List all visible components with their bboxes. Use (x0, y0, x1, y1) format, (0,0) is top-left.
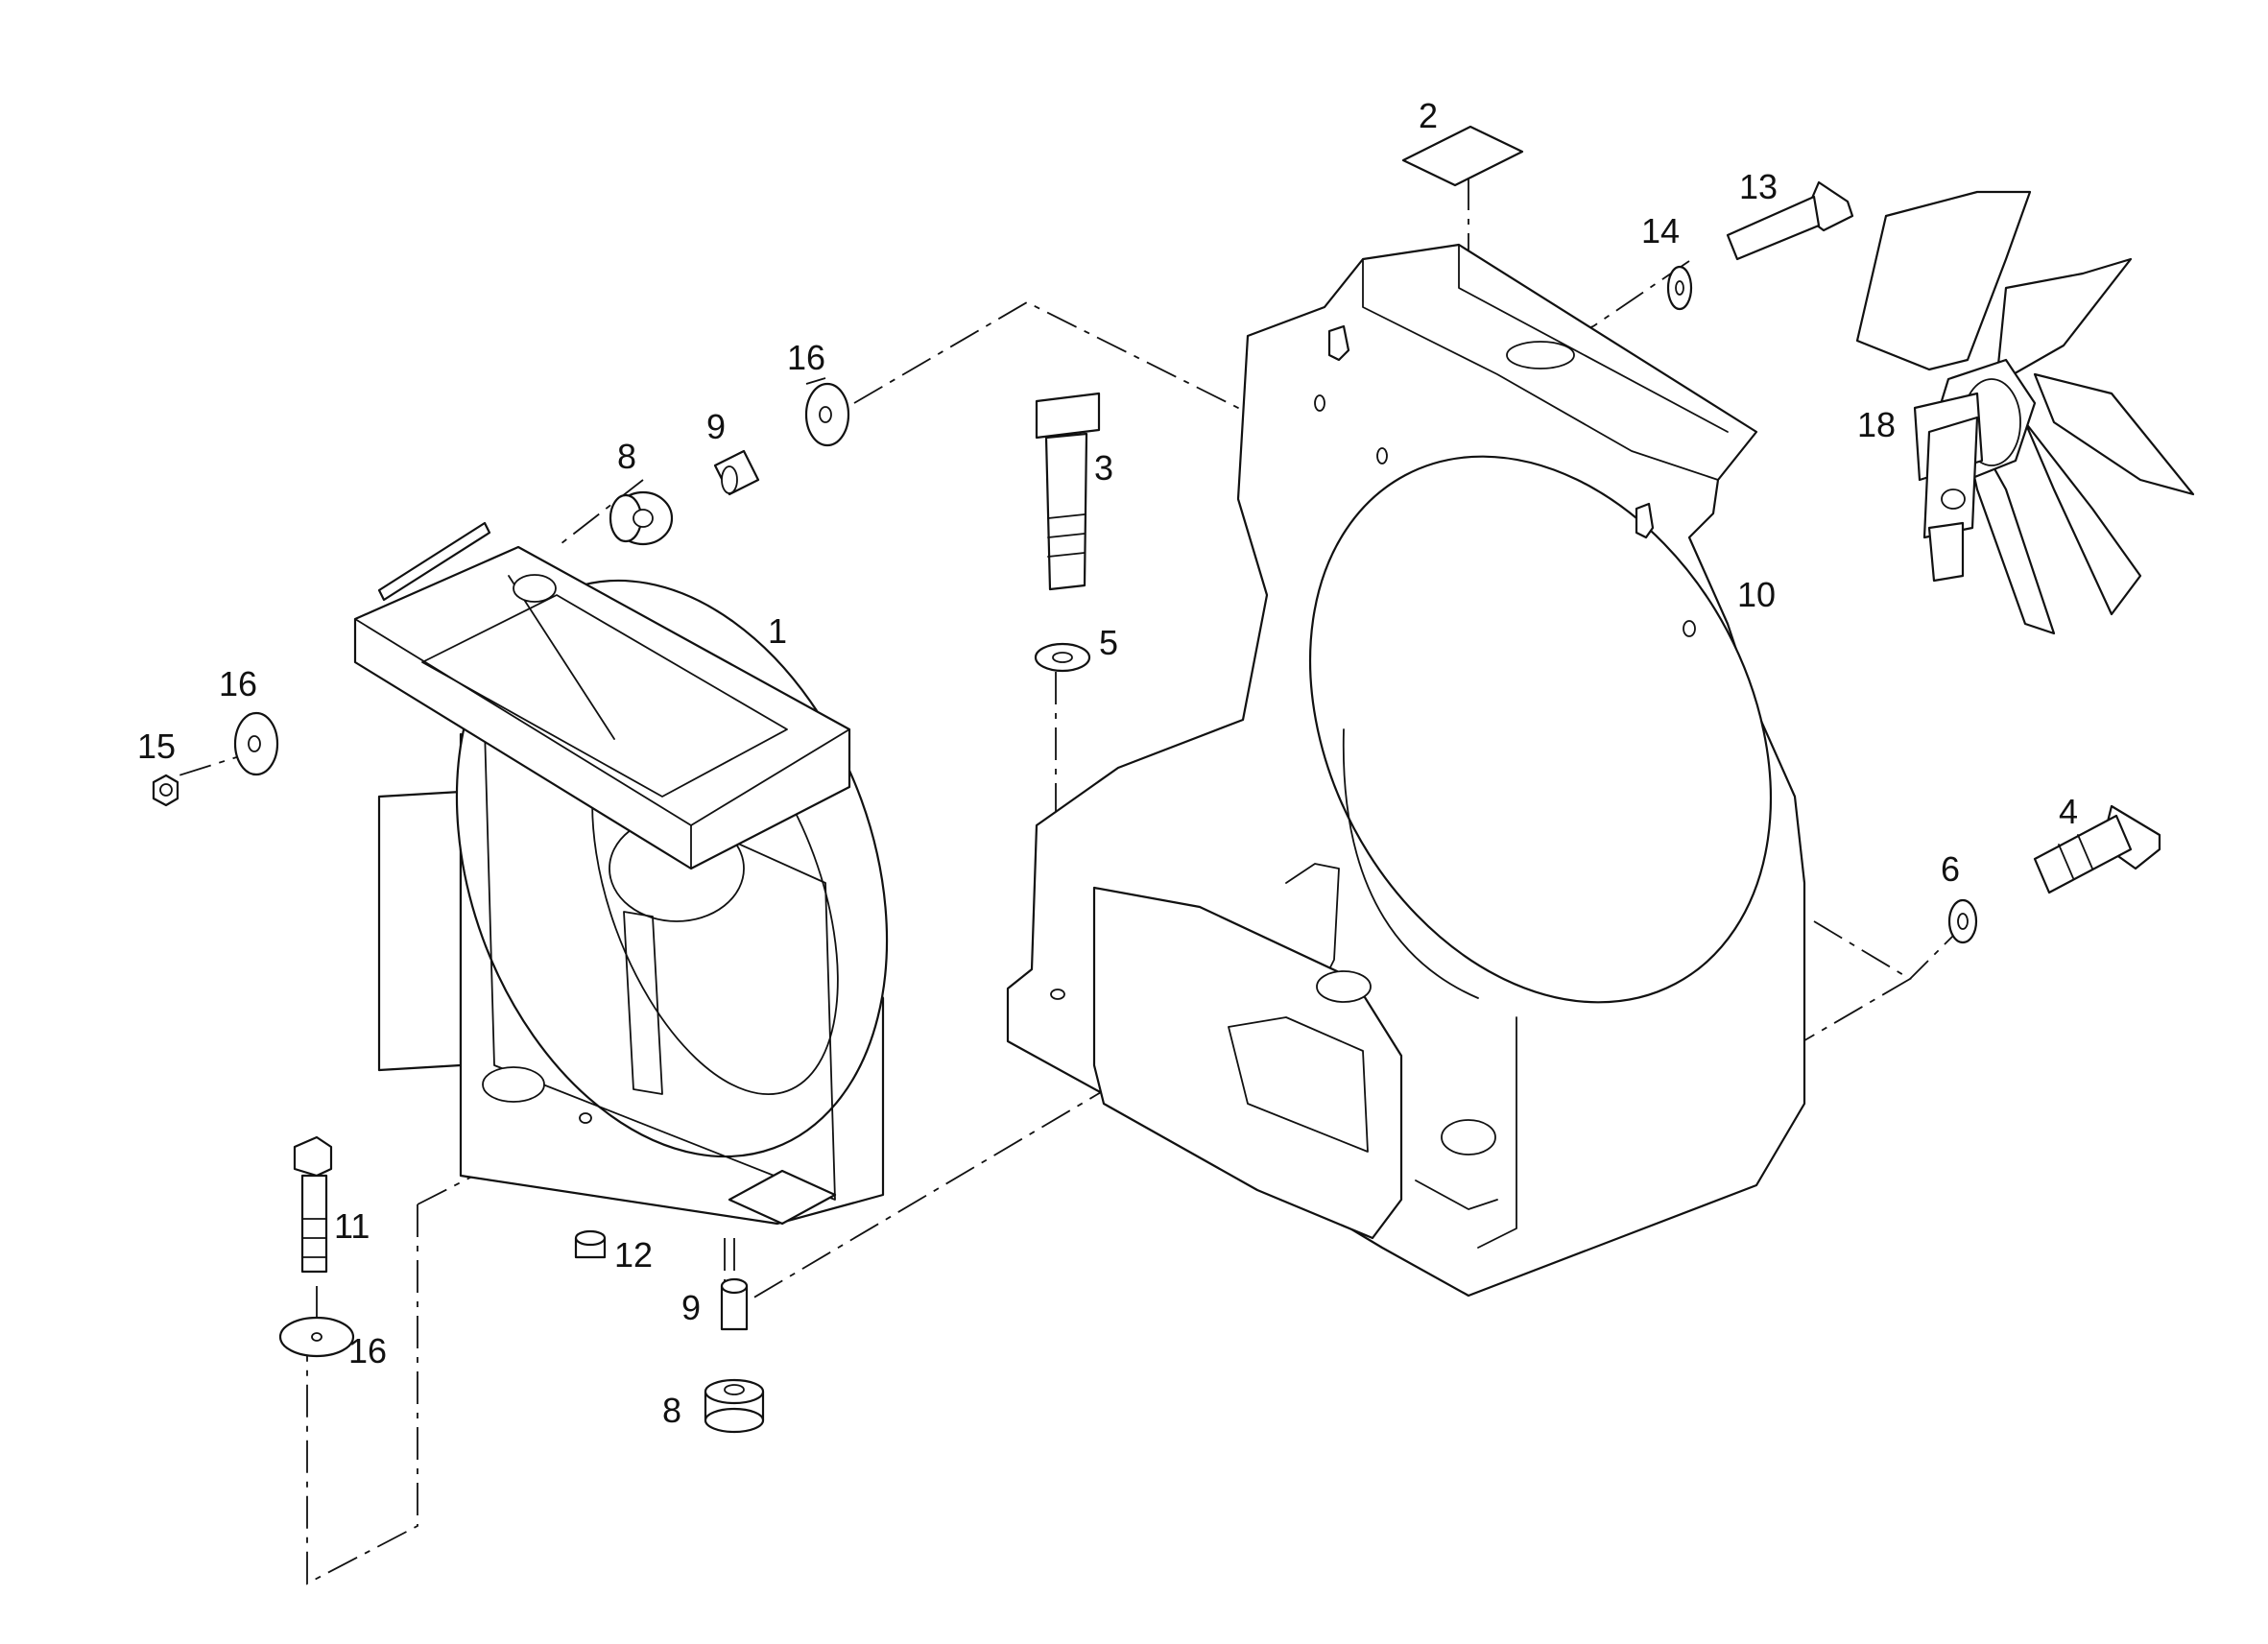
callout-2: 2 (1419, 96, 1438, 135)
part-8-mount-upper (609, 490, 674, 546)
part-12-plug (574, 1229, 607, 1259)
callout-labels: 1 2 3 4 5 6 8 8 9 9 10 11 12 13 14 15 16… (137, 96, 2078, 1430)
callout-8-upper: 8 (617, 437, 636, 476)
part-16-washer-upper (804, 382, 850, 447)
part-10-fan-shroud (1006, 243, 1806, 1298)
part-14-washer (1666, 265, 1693, 311)
part-3-bolt (1035, 392, 1101, 591)
part-6-washer (1947, 898, 1978, 944)
callout-10: 10 (1737, 575, 1776, 614)
part-2-decal (1401, 125, 1524, 187)
callout-9-lower: 9 (681, 1288, 701, 1327)
callout-16-upper: 16 (787, 338, 825, 377)
callout-12: 12 (614, 1235, 653, 1275)
part-16-washer-left (233, 711, 279, 776)
part-1-radiator-frame (353, 521, 889, 1226)
part-15-nut (152, 774, 179, 807)
part-13-bolt (1726, 180, 1854, 261)
callout-15: 15 (137, 727, 176, 766)
part-8-mount-lower (704, 1378, 765, 1434)
part-18-fan-motor (1855, 190, 2195, 635)
callout-16-left: 16 (219, 664, 257, 703)
part-9-spacer-lower (720, 1277, 749, 1331)
part-9-spacer-upper (713, 449, 760, 496)
part-11-bolt (293, 1135, 333, 1274)
callout-9-upper: 9 (706, 407, 726, 446)
callout-5: 5 (1099, 623, 1118, 662)
callout-8-lower: 8 (662, 1391, 681, 1430)
part-5-washer (1034, 642, 1091, 673)
callout-18: 18 (1857, 405, 1896, 444)
part-16-washer-lower (278, 1316, 355, 1358)
callout-6: 6 (1941, 849, 1960, 889)
callout-3: 3 (1094, 448, 1113, 488)
callout-13: 13 (1739, 167, 1778, 206)
callout-1: 1 (768, 611, 787, 651)
callout-4: 4 (2059, 792, 2078, 831)
callout-16-lower: 16 (348, 1331, 387, 1370)
callout-11: 11 (334, 1206, 370, 1246)
part-4-bolt (2033, 804, 2161, 894)
callout-14: 14 (1641, 211, 1680, 250)
